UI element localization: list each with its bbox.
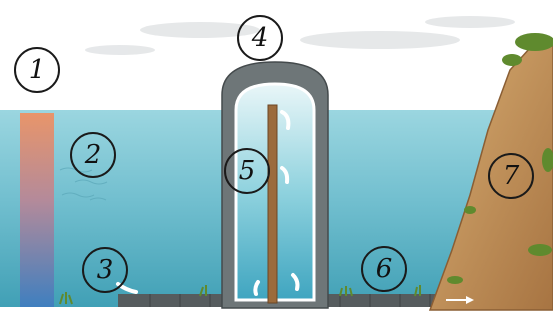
bed-grass xyxy=(59,285,421,305)
callout-7: 7 xyxy=(488,153,534,199)
flow-arrow-icon xyxy=(253,280,260,296)
callout-1-label: 1 xyxy=(28,55,46,85)
callout-6-label: 6 xyxy=(375,254,393,284)
bank-grass xyxy=(447,33,553,284)
outflow-arrow-icon xyxy=(446,296,474,304)
callout-4-label: 4 xyxy=(251,23,269,53)
flow-arrow-icon xyxy=(280,110,291,130)
ground-strip xyxy=(0,307,553,326)
callout-6: 6 xyxy=(361,246,407,292)
callout-5-label: 5 xyxy=(238,156,256,186)
callout-3-label: 3 xyxy=(96,255,114,285)
callout-2-label: 2 xyxy=(84,140,102,170)
callout-5: 5 xyxy=(224,148,270,194)
flow-arrow-icon xyxy=(291,273,300,291)
flow-arrows xyxy=(116,110,300,296)
callout-7-label: 7 xyxy=(502,161,520,191)
flow-arrow-icon xyxy=(280,166,290,184)
depth-color-bar xyxy=(20,113,54,307)
sky-clouds xyxy=(85,16,515,55)
callout-4: 4 xyxy=(237,15,283,61)
central-shaft xyxy=(267,104,278,304)
callout-3: 3 xyxy=(82,247,128,293)
callout-1: 1 xyxy=(14,47,60,93)
callout-2: 2 xyxy=(70,132,116,178)
